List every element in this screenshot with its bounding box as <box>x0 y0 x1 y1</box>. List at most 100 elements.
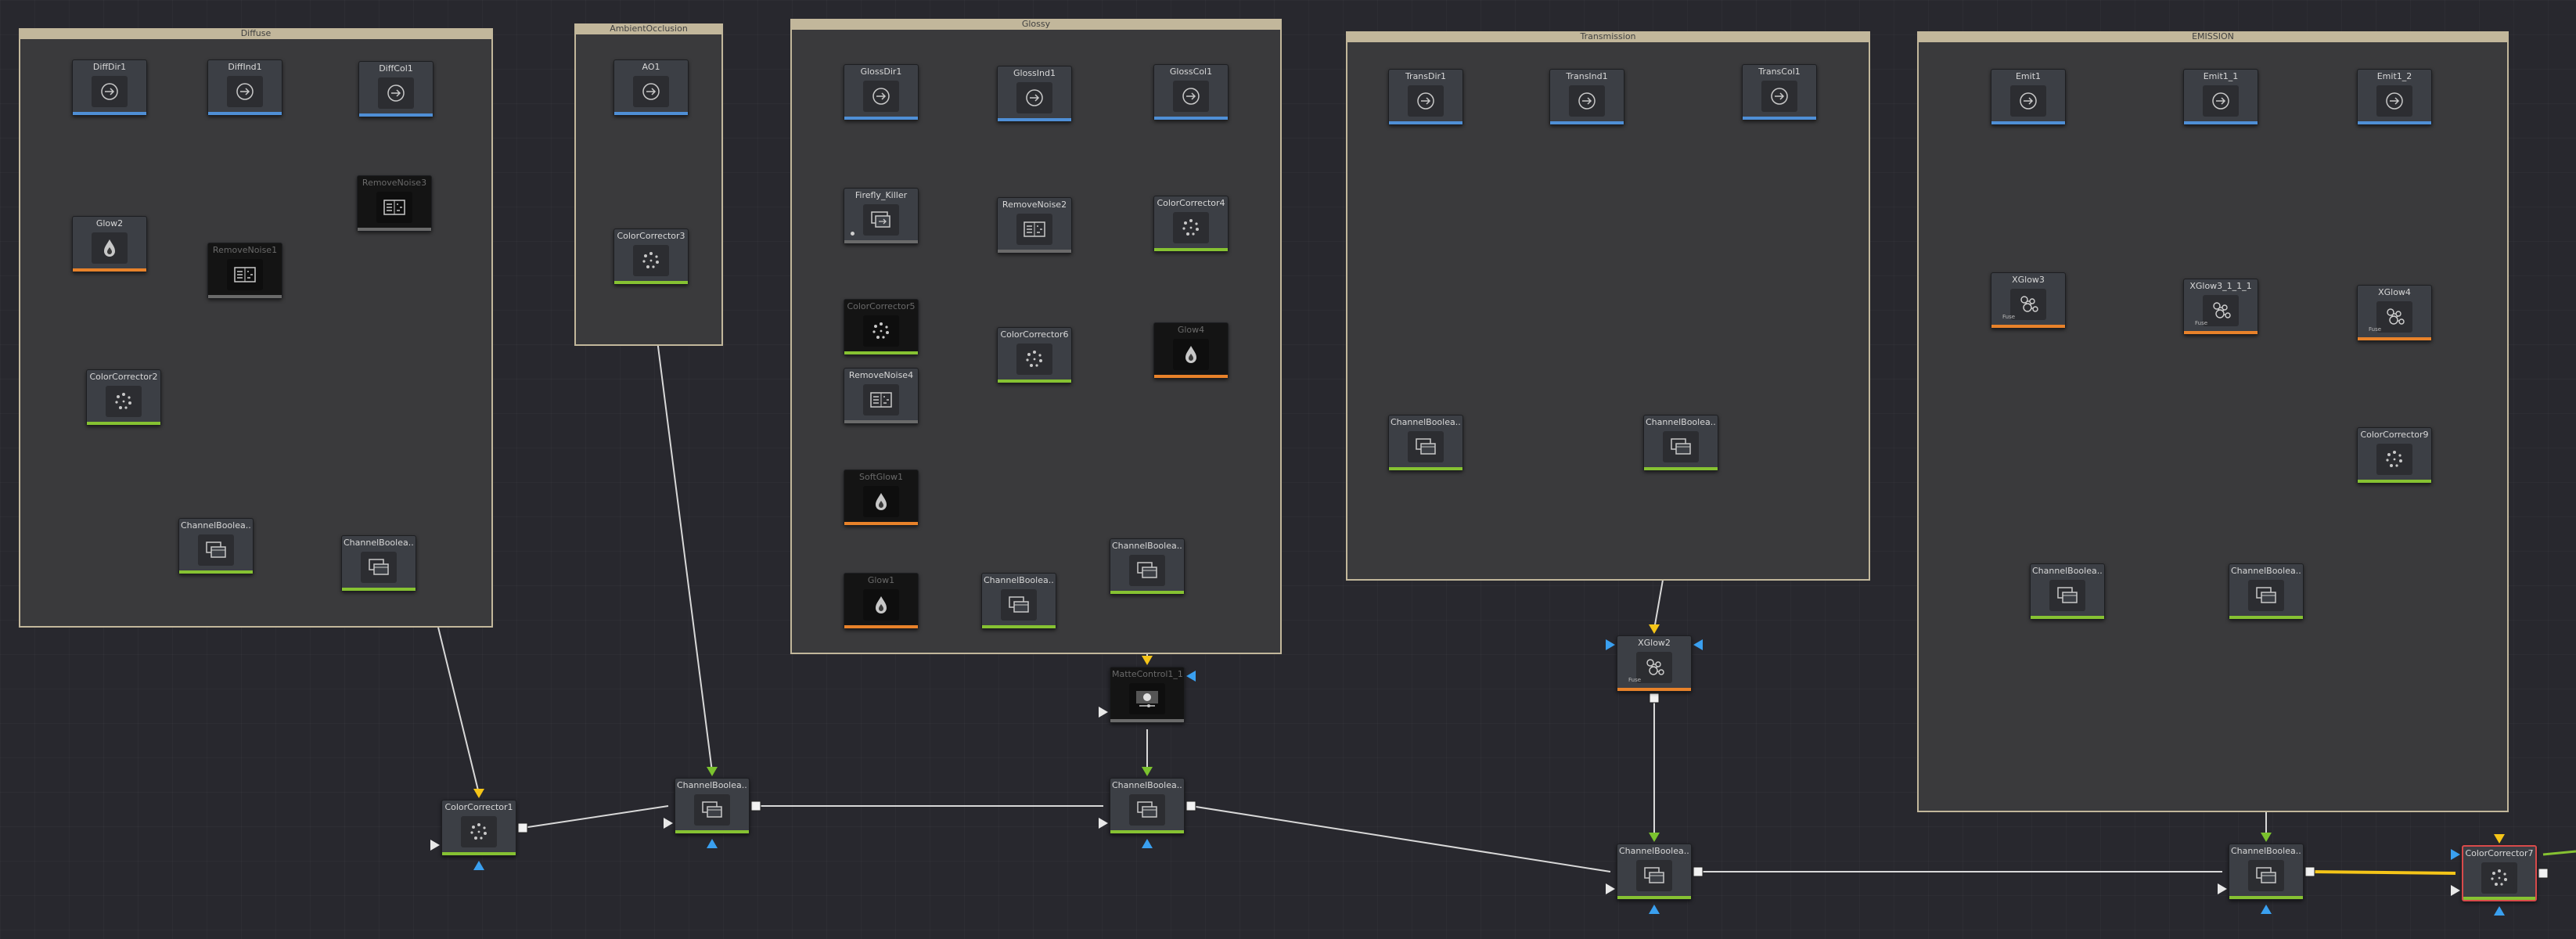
node-glow2[interactable]: Glow2 <box>72 216 147 272</box>
color-corrector-icon <box>461 816 497 847</box>
node-glow4[interactable]: Glow4 <box>1153 322 1229 379</box>
loader-icon <box>2376 85 2412 117</box>
mask-input-port[interactable] <box>1693 639 1703 650</box>
node-firefly-killer[interactable]: Firefly_Killer <box>844 188 919 244</box>
node-status-bar <box>1991 325 2065 328</box>
node-label: ColorCorrector1 <box>444 802 513 812</box>
node-channelbooleans[interactable]: ChannelBoolea... <box>981 573 1056 629</box>
node-ao1[interactable]: AO1 <box>613 59 689 116</box>
node-glosscol1[interactable]: GlossCol1 <box>1153 64 1229 121</box>
node-channelbooleans[interactable]: ChannelBoolea... <box>341 535 416 592</box>
node-softglow1[interactable]: SoftGlow1 <box>844 470 919 526</box>
node-diffdir1[interactable]: DiffDir1 <box>72 59 147 116</box>
output-port[interactable] <box>1185 800 1196 811</box>
node-emit1[interactable]: Emit1 <box>1991 69 2066 125</box>
node-transcol1[interactable]: TransCol1 <box>1742 64 1817 121</box>
node-channelbooleans[interactable]: ChannelBoolea... <box>1110 778 1185 834</box>
node-colorcorrector6[interactable]: ColorCorrector6 <box>997 327 1072 383</box>
node-channelbooleans[interactable]: ChannelBoolea... <box>2229 844 2304 900</box>
input-port[interactable] <box>1649 624 1660 634</box>
input-port[interactable] <box>1649 833 1660 842</box>
effect-mask-port[interactable] <box>2494 906 2505 916</box>
mask-input-port[interactable] <box>1606 639 1615 650</box>
node-colorcorrector3[interactable]: ColorCorrector3 <box>613 228 689 285</box>
node-label: ChannelBoolea... <box>181 520 251 531</box>
node-colorcorrector4[interactable]: ColorCorrector4 <box>1153 196 1229 252</box>
input-port[interactable] <box>473 789 484 798</box>
background-input-port[interactable] <box>664 818 673 829</box>
node-removenoise3[interactable]: RemoveNoise3 <box>357 175 432 232</box>
node-colorcorrector9[interactable]: ColorCorrector9 <box>2357 427 2432 484</box>
node-diffind1[interactable]: DiffInd1 <box>207 59 282 116</box>
effect-mask-port[interactable] <box>1142 839 1153 848</box>
node-colorcorrector5[interactable]: ColorCorrector5 <box>844 299 919 355</box>
glow-icon <box>863 486 899 517</box>
effect-mask-port[interactable] <box>473 861 484 870</box>
node-channelbooleans[interactable]: ChannelBoolea... <box>1643 415 1718 471</box>
node-label: XGlow4 <box>2378 287 2411 297</box>
node-status-bar <box>1617 896 1691 899</box>
node-channelbooleans[interactable]: ChannelBoolea... <box>1388 415 1463 471</box>
channel-booleans-icon <box>1129 794 1165 826</box>
node-removenoise4[interactable]: RemoveNoise4 <box>844 368 919 424</box>
node-channelbooleans[interactable]: ChannelBoolea... <box>675 778 750 834</box>
node-glossind1[interactable]: GlossInd1 <box>997 66 1072 122</box>
node-removenoise1[interactable]: RemoveNoise1 <box>207 243 282 299</box>
node-mattecontrol1-1[interactable]: MatteControl1_1 <box>1110 667 1185 723</box>
background-input-port[interactable] <box>430 840 440 851</box>
node-status-bar <box>998 380 1071 383</box>
loader-icon <box>1173 81 1209 112</box>
node-emit1-1[interactable]: Emit1_1 <box>2183 69 2258 125</box>
output-port[interactable] <box>750 800 761 811</box>
input-port[interactable] <box>2261 833 2272 842</box>
input-port[interactable] <box>707 767 718 776</box>
background-input-port[interactable] <box>2451 885 2460 896</box>
xglow-icon <box>2376 301 2412 333</box>
node-glow1[interactable]: Glow1 <box>844 573 919 629</box>
background-input-port[interactable] <box>1099 818 1108 829</box>
node-transdir1[interactable]: TransDir1 <box>1388 69 1463 125</box>
node-channelbooleans[interactable]: ChannelBoolea... <box>2030 563 2105 620</box>
output-port[interactable] <box>517 822 528 833</box>
node-channelbooleans[interactable]: ChannelBoolea... <box>1617 844 1692 900</box>
node-colorcorrector7[interactable]: ColorCorrector7 <box>2462 845 2537 901</box>
output-port[interactable] <box>1649 693 1660 703</box>
node-glossdir1[interactable]: GlossDir1 <box>844 64 919 121</box>
background-input-port[interactable] <box>2218 883 2227 894</box>
node-label: TransDir1 <box>1405 71 1447 81</box>
output-port[interactable] <box>2538 868 2549 879</box>
background-input-port[interactable] <box>1099 707 1108 718</box>
effect-mask-port[interactable] <box>707 839 718 848</box>
node-colorcorrector2[interactable]: ColorCorrector2 <box>86 369 161 426</box>
input-port[interactable] <box>1142 656 1153 665</box>
group-emission[interactable]: EMISSION <box>1917 31 2509 812</box>
node-colorcorrector1[interactable]: ColorCorrector1 <box>441 800 516 856</box>
node-channelbooleans[interactable]: ChannelBoolea... <box>1110 538 1185 595</box>
output-port[interactable] <box>1693 866 1704 877</box>
node-diffcol1[interactable]: DiffCol1 <box>358 61 434 117</box>
effect-mask-port[interactable] <box>2261 905 2272 914</box>
xglow-icon <box>2203 295 2239 326</box>
mask-input-port[interactable] <box>2451 849 2460 860</box>
channel-booleans-icon <box>694 794 730 826</box>
input-port[interactable] <box>2494 834 2505 844</box>
input-port[interactable] <box>1142 767 1153 776</box>
node-status-bar <box>1110 591 1184 594</box>
node-status-bar <box>358 228 431 231</box>
node-removenoise2[interactable]: RemoveNoise2 <box>997 197 1072 254</box>
node-channelbooleans[interactable]: ChannelBoolea... <box>2229 563 2304 620</box>
output-port[interactable] <box>2304 866 2315 877</box>
effect-mask-port[interactable] <box>1649 905 1660 914</box>
group-diffuse[interactable]: Diffuse <box>19 28 493 628</box>
node-transind1[interactable]: TransInd1 <box>1549 69 1624 125</box>
node-label: ColorCorrector4 <box>1157 198 1225 208</box>
node-emit1-2[interactable]: Emit1_2 <box>2357 69 2432 125</box>
background-input-port[interactable] <box>1606 883 1615 894</box>
node-channelbooleans[interactable]: ChannelBoolea... <box>178 518 254 574</box>
node-status-bar <box>1389 121 1462 124</box>
mask-input-port[interactable] <box>1186 671 1196 682</box>
